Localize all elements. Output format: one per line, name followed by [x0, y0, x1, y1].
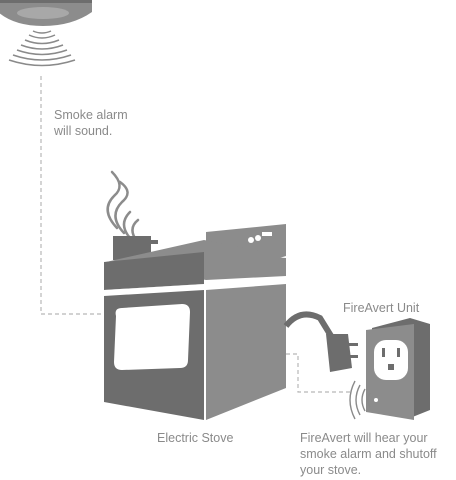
smoke-alarm-caption: Smoke alarm will sound.	[54, 107, 174, 139]
sound-wave-icon	[8, 30, 76, 67]
smoke-alarm-icon	[0, 0, 92, 26]
fireavert-description: FireAvert will hear your smoke alarm and…	[300, 430, 456, 478]
sound-wave-icon	[349, 380, 371, 420]
power-cord-icon	[283, 311, 358, 372]
fireavert-unit-label: FireAvert Unit	[343, 301, 420, 315]
electric-stove-label: Electric Stove	[157, 431, 234, 445]
caption-line: your stove.	[300, 463, 362, 477]
fireavert-unit-icon	[366, 318, 430, 420]
smoke-icon	[106, 170, 140, 242]
caption-line: Smoke alarm	[54, 108, 128, 122]
alarm-dashed-line	[40, 76, 104, 315]
unit-dashed-line	[286, 353, 352, 393]
caption-line: will sound.	[54, 124, 113, 138]
electric-stove-icon	[104, 224, 286, 420]
caption-line: smoke alarm and shutoff	[300, 447, 437, 461]
caption-line: FireAvert will hear your	[300, 431, 428, 445]
